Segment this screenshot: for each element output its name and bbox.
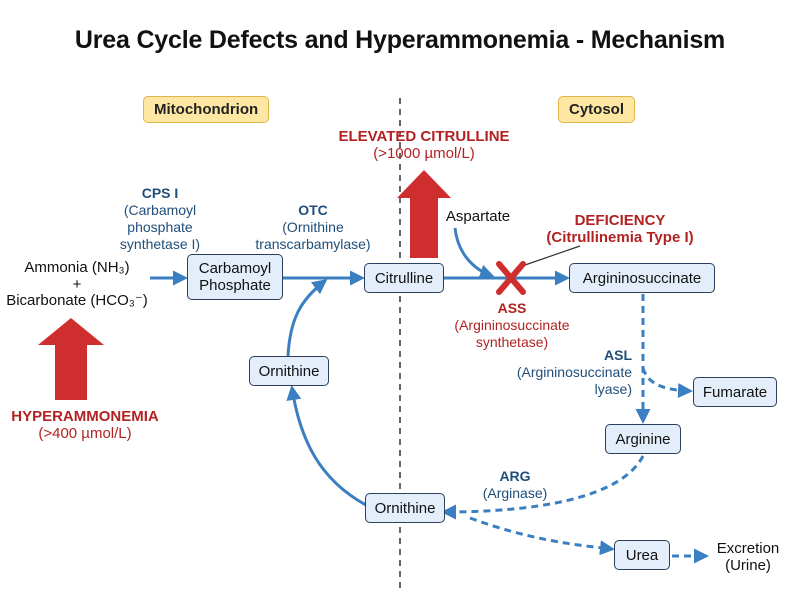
node-citrulline: Citrulline	[364, 263, 444, 293]
label-excretion: Excretion (Urine)	[708, 540, 788, 574]
enzyme-asl: ASL (Argininosuccinate lyase)	[490, 347, 632, 398]
annotation-elevated-citrulline-value: (>1000 µmol/L)	[373, 145, 475, 162]
arrow-aspartate-to-ass	[453, 227, 495, 280]
compartment-cytosol: Cytosol	[558, 96, 636, 123]
label-bicarbonate: Bicarbonate (HCO₃⁻)	[6, 292, 148, 309]
hyperammonemia-up-arrow	[38, 318, 104, 400]
node-carbamoyl-line1: Carbamoyl	[198, 260, 272, 277]
deficiency-pointer	[524, 245, 581, 266]
annotation-deficiency-subtitle: (Citrullinemia Type I)	[546, 229, 694, 246]
arrow-to-urea	[469, 516, 615, 556]
enzyme-ass-abbr: ASS	[497, 300, 527, 316]
node-carbamoyl-phosphate: Carbamoyl Phosphate	[187, 254, 283, 300]
label-excretion-line2: (Urine)	[725, 557, 771, 574]
enzyme-ass: ASS (Argininosuccinate synthetase)	[438, 300, 586, 351]
node-argininosuccinate: Argininosuccinate	[569, 263, 715, 293]
enzyme-asl-name2: lyase)	[594, 381, 632, 397]
citrulline-up-arrow	[397, 170, 451, 258]
annotation-hyperammonemia-title: HYPERAMMONEMIA	[11, 408, 159, 425]
annotation-elevated-citrulline: ELEVATED CITRULLINE (>1000 µmol/L)	[333, 128, 515, 162]
enzyme-cps1-abbr: CPS I	[141, 185, 179, 201]
compartment-mitochondrion: Mitochondrion	[143, 96, 270, 123]
enzyme-arg: ARG (Arginase)	[470, 468, 560, 502]
enzyme-otc-name2: transcarbamylase)	[255, 236, 371, 252]
enzyme-cps1-name2: phosphate	[127, 219, 193, 235]
node-urea: Urea	[614, 540, 670, 570]
node-ornithine-mid: Ornithine	[249, 356, 329, 386]
enzyme-arg-name1: (Arginase)	[482, 485, 548, 501]
enzyme-otc-name1: (Ornithine	[282, 219, 344, 235]
enzyme-asl-abbr: ASL	[604, 347, 632, 363]
enzyme-asl-name1: (Argininosuccinate	[516, 364, 632, 380]
arrow-ornithine-recycle	[286, 385, 367, 507]
enzyme-ass-name2: synthetase)	[475, 334, 549, 350]
node-arginine: Arginine	[605, 424, 681, 454]
node-carbamoyl-line2: Phosphate	[199, 277, 271, 294]
enzyme-cps1-name1: (Carbamoyl	[123, 202, 197, 218]
enzyme-ass-name1: (Argininosuccinate	[454, 317, 570, 333]
enzyme-arg-abbr: ARG	[499, 468, 531, 484]
page-title: Urea Cycle Defects and Hyperammonemia - …	[74, 26, 726, 54]
label-plus: +	[72, 276, 82, 293]
arrow-to-fumarate	[641, 367, 693, 399]
label-excretion-line1: Excretion	[716, 540, 780, 557]
enzyme-otc: OTC (Ornithine transcarbamylase)	[248, 202, 378, 253]
enzyme-otc-abbr: OTC	[298, 202, 328, 218]
annotation-hyperammonemia: HYPERAMMONEMIA (>400 µmol/L)	[10, 408, 160, 442]
enzyme-cps1-name3: synthetase I)	[119, 236, 201, 252]
node-fumarate: Fumarate	[693, 377, 777, 407]
label-ammonia: Ammonia (NH₃)	[24, 259, 130, 276]
label-aspartate: Aspartate	[445, 208, 511, 225]
enzyme-cps1: CPS I (Carbamoyl phosphate synthetase I)	[100, 185, 220, 253]
annotation-deficiency-title: DEFICIENCY	[574, 212, 666, 229]
ass-block-x-icon	[496, 261, 526, 295]
annotation-elevated-citrulline-title: ELEVATED CITRULLINE	[338, 128, 510, 145]
node-ornithine-bottom: Ornithine	[365, 493, 445, 523]
arrow-ornithine-to-otc	[286, 279, 328, 357]
annotation-hyperammonemia-value: (>400 µmol/L)	[38, 425, 132, 442]
arrow-arginine-to-ornithine	[441, 455, 645, 520]
annotation-deficiency: DEFICIENCY (Citrullinemia Type I)	[540, 212, 700, 246]
